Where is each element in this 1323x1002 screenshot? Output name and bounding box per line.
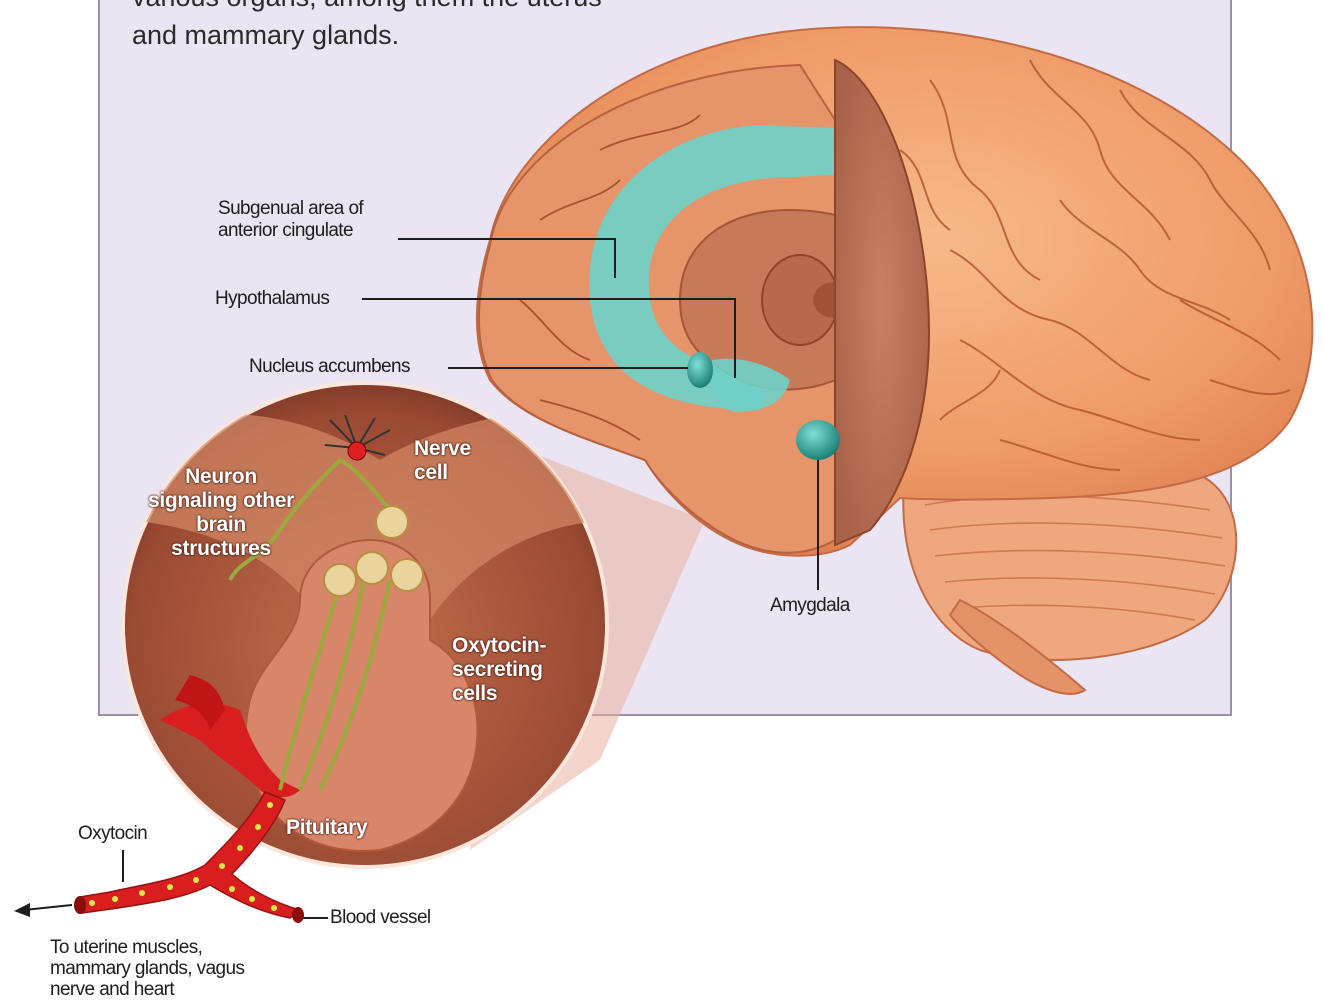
label-subgenual: Subgenual area of anterior cingulate [218,198,408,242]
intro-text: various organs, among them the uterus an… [132,0,652,54]
label-oxytocin-secreting: Oxytocin-secreting cells [452,634,572,706]
label-nucleus-accumbens: Nucleus accumbens [249,356,410,378]
outflow-arrow [14,903,72,917]
label-nerve-cell: Nerve cell [414,437,494,485]
nucleus-accumbens-shape [687,352,713,388]
label-pituitary: Pituitary [286,816,367,840]
label-amygdala: Amygdala [770,595,850,617]
label-hypothalamus: Hypothalamus [215,288,329,310]
label-blood-vessel: Blood vessel [330,907,431,929]
label-oxytocin: Oxytocin [78,823,147,845]
blood-vessel-shape [74,792,304,923]
label-targets: To uterine muscles, mammary glands, vagu… [50,937,250,1000]
label-neuron-signaling: Neuron signaling other brain structures [146,465,296,561]
amygdala-shape [796,420,840,460]
